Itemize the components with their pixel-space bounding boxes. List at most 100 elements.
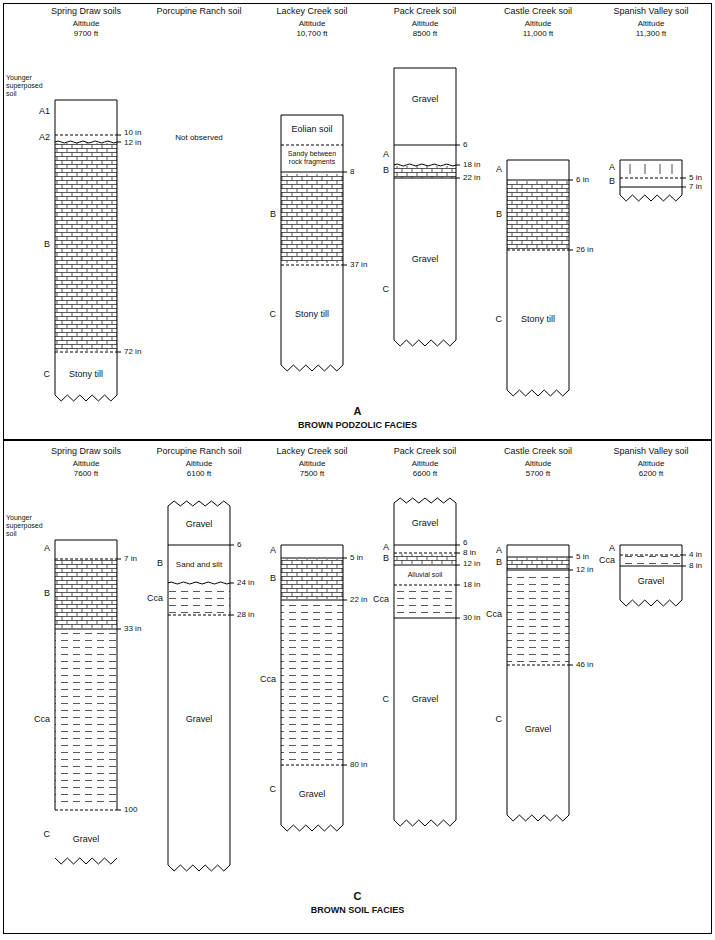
column-heading: Altitude <box>73 460 100 469</box>
column-heading: Spanish Valley soil <box>614 7 689 17</box>
horizon-symbol: B <box>44 589 50 599</box>
horizon-symbol: C <box>44 830 51 840</box>
depth-mark: 5 in <box>350 554 363 563</box>
horizon-symbol: C <box>383 285 390 295</box>
material-label: Eolian soil <box>284 125 340 135</box>
depth-mark: 10 in <box>124 129 141 138</box>
horizon-symbol: B <box>609 177 615 187</box>
horizon-symbol: C <box>383 695 390 705</box>
horizon-symbol: B <box>157 559 163 569</box>
column-heading: Not observed <box>175 134 223 143</box>
column-heading: Pack Creek soil <box>394 7 457 17</box>
material-label: Gravel <box>397 95 453 105</box>
horizon-symbol: A <box>383 543 389 553</box>
soil-profile: GravelSand and siltGravel <box>168 503 230 865</box>
depth-mark: 8 in <box>463 549 476 558</box>
column-heading: 11,000 ft <box>523 30 554 39</box>
column-heading: Lackey Creek soil <box>276 447 347 457</box>
horizon-symbol: C <box>270 785 277 795</box>
horizon-symbol: C <box>496 715 503 725</box>
column-heading: Altitude <box>412 460 439 469</box>
column-heading: Pack Creek soil <box>394 447 457 457</box>
column-heading: Castle Creek soil <box>504 7 572 17</box>
column-heading: 7500 ft <box>300 470 324 479</box>
column-heading: 11,300 ft <box>636 30 667 39</box>
column-heading: Altitude <box>299 460 326 469</box>
column-heading: Altitude <box>186 460 213 469</box>
material-label: Stony till <box>58 370 114 380</box>
horizon-symbol: A <box>44 544 50 554</box>
material-label: Stony till <box>510 315 566 325</box>
column-heading: Altitude <box>638 460 665 469</box>
horizon-symbol: A <box>270 546 276 556</box>
horizon-symbol: Cca <box>147 594 163 604</box>
column-heading: Altitude <box>73 20 100 29</box>
depth-mark: 5 in <box>689 174 702 183</box>
depth-mark: 12 in <box>576 566 593 575</box>
column-heading: 7600 ft <box>74 470 98 479</box>
column-heading: Altitude <box>525 460 552 469</box>
column-heading: Altitude <box>525 20 552 29</box>
column-heading: 6100 ft <box>187 470 211 479</box>
depth-mark: 12 in <box>463 560 480 569</box>
column-heading: Altitude <box>299 20 326 29</box>
material-label: Gravel <box>397 255 453 265</box>
material-label: Gravel <box>171 715 227 725</box>
material-label: Gravel <box>397 519 453 529</box>
side-note: Younger superposed soil <box>6 74 50 97</box>
horizon-symbol: A2 <box>39 133 50 143</box>
column-heading: Spanish Valley soil <box>614 447 689 457</box>
facies-caption: A <box>7 405 708 417</box>
horizon-symbol: C <box>44 370 51 380</box>
depth-mark: 6 <box>237 541 241 550</box>
facies-panel: A BROWN PODZOLIC FACIES Stony till Eolian s… <box>3 3 712 440</box>
material-label: Sandy between rock fragments <box>284 150 340 165</box>
horizon-symbol: Cca <box>34 715 50 725</box>
depth-mark: 8 in <box>689 562 702 571</box>
column-heading: 6200 ft <box>639 470 663 479</box>
depth-mark: 24 in <box>237 579 254 588</box>
soil-profile: Gravel <box>620 545 682 605</box>
horizon-symbol: B <box>44 240 50 250</box>
depth-mark: 46 in <box>576 661 593 670</box>
column-heading: Altitude <box>412 20 439 29</box>
horizon-symbol: B <box>270 210 276 220</box>
depth-mark: 100 <box>124 806 137 815</box>
facies-caption: BROWN PODZOLIC FACIES <box>7 421 708 431</box>
column-heading: 10,700 ft <box>296 30 327 39</box>
depth-mark: 18 in <box>463 161 480 170</box>
soil-profile: Gravel <box>281 545 343 830</box>
column-heading: Castle Creek soil <box>504 447 572 457</box>
material-label: Alluvial soil <box>397 571 453 579</box>
horizon-symbol: B <box>270 574 276 584</box>
soil-profile: Stony till <box>55 100 117 400</box>
facies-caption: BROWN SOIL FACIES <box>7 906 708 916</box>
depth-mark: 7 in <box>689 183 702 192</box>
depth-mark: 4 in <box>689 551 702 560</box>
depth-mark: 28 in <box>237 611 254 620</box>
material-label: Gravel <box>171 520 227 530</box>
depth-mark: 6 <box>463 539 467 548</box>
horizon-symbol: Cca <box>599 556 615 566</box>
horizon-symbol: B <box>496 210 502 220</box>
depth-mark: 12 in <box>124 139 141 148</box>
depth-mark: 7 in <box>124 555 137 564</box>
facies-panel: CBROWN SOIL FACIESGravelGravelSand and s… <box>3 440 712 934</box>
horizon-symbol: A <box>383 150 389 160</box>
depth-mark: 5 in <box>576 553 589 562</box>
column-heading: Spring Draw soils <box>51 447 121 457</box>
column-heading: Altitude <box>638 20 665 29</box>
depth-mark: 33 in <box>124 625 141 634</box>
column-heading: Spring Draw soils <box>51 7 121 17</box>
soil-profile: Gravel <box>507 545 569 815</box>
depth-mark: 72 in <box>124 348 141 357</box>
soil-profile: Stony till <box>507 160 569 395</box>
depth-mark: 18 in <box>463 581 480 590</box>
soil-profile: GravelAlluvial soilGravel <box>394 500 456 820</box>
horizon-symbol: A <box>609 163 615 173</box>
horizon-symbol: Cca <box>373 595 389 605</box>
side-note: Younger superposed soil <box>6 514 50 537</box>
column-heading: Porcupine Ranch soil <box>156 7 241 17</box>
soil-profile: GravelGravel <box>394 68 456 340</box>
